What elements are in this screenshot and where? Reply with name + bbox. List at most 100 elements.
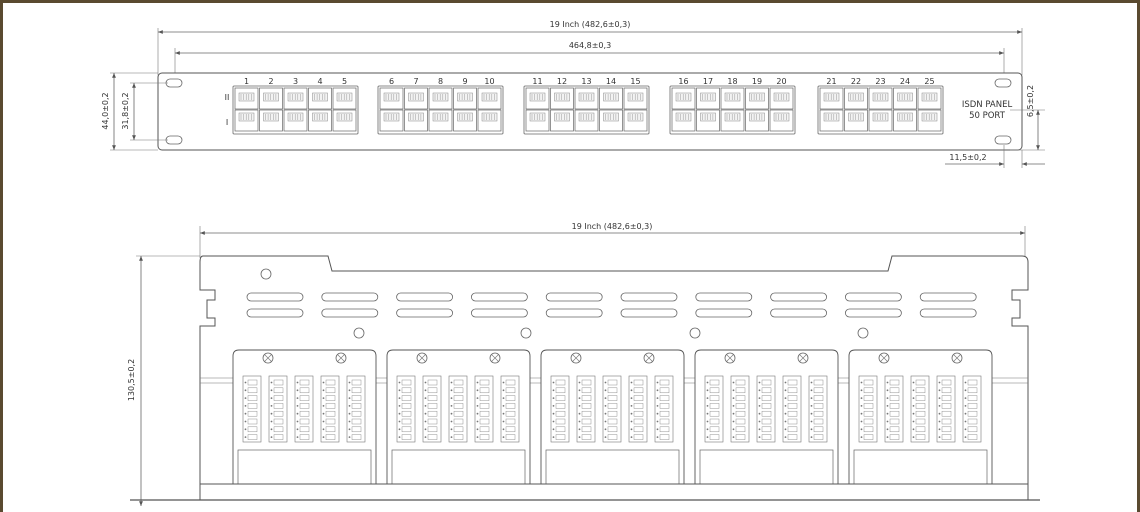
screw-cross <box>418 354 426 362</box>
jack-contacts <box>263 112 279 122</box>
jack-contacts <box>578 92 595 102</box>
contact-dot <box>784 436 787 438</box>
contact-dot <box>296 381 299 384</box>
contact-dot <box>758 389 761 392</box>
lsa-contact <box>555 403 566 409</box>
contact-dot <box>706 381 709 384</box>
contact-dot <box>450 428 453 431</box>
lsa-contact <box>813 379 824 386</box>
jack-contacts <box>432 112 449 122</box>
lsa-contact <box>941 403 952 409</box>
lsa-contact <box>735 426 746 433</box>
lsa-contact <box>915 387 926 394</box>
contact-dot <box>604 381 607 384</box>
contact-dot <box>630 389 633 392</box>
lsa-contact <box>633 379 644 386</box>
lsa-contact <box>273 395 284 401</box>
lsa-strip <box>808 375 828 443</box>
contact-dot <box>938 381 941 384</box>
lsa-contact <box>581 379 592 386</box>
contact-dot <box>630 405 633 407</box>
screw-icon <box>951 352 963 364</box>
contact-dot <box>244 381 247 384</box>
jack-contacts <box>312 112 328 122</box>
lsa-contact <box>863 410 874 417</box>
lsa-contact <box>427 410 438 417</box>
lsa-contact <box>863 395 874 401</box>
contact-dot <box>322 436 325 438</box>
lsa-contact <box>735 418 746 425</box>
lsa-strip <box>346 375 366 443</box>
contact-dot <box>398 428 401 431</box>
lsa-contact <box>813 403 824 409</box>
screw-cross <box>264 354 272 362</box>
contact-dot <box>912 420 915 423</box>
contact-dot <box>398 405 401 407</box>
screw-icon <box>416 352 428 364</box>
contact-dot <box>912 397 915 399</box>
lsa-contact <box>889 418 900 425</box>
port-number: 16 <box>678 77 688 86</box>
lsa-contact <box>813 410 824 417</box>
vent-slot <box>396 292 454 302</box>
contact-dot <box>578 389 581 392</box>
lsa-strip <box>242 375 262 443</box>
contact-dot <box>450 412 453 415</box>
lsa-contact <box>787 418 798 425</box>
jack-contacts <box>921 92 938 102</box>
lsa-contact <box>401 418 412 425</box>
lsa-contact <box>351 426 362 433</box>
jack-contacts <box>457 112 473 122</box>
vent-slot <box>396 308 454 318</box>
mounting-hole <box>994 78 1012 88</box>
contact-dot <box>348 397 351 399</box>
contact-dot <box>912 412 915 415</box>
screw-icon <box>724 352 736 364</box>
lsa-contact <box>401 379 412 386</box>
jack-contacts <box>481 112 498 122</box>
lsa-contact <box>299 387 310 394</box>
lsa-contact <box>941 387 952 394</box>
contact-dot <box>656 428 659 431</box>
lsa-strip <box>730 375 750 443</box>
lsa-contact <box>247 418 258 425</box>
lsa-contact <box>479 403 490 409</box>
contact-dot <box>604 428 607 431</box>
lsa-strip <box>884 375 904 443</box>
contact-dot <box>552 405 555 407</box>
lsa-contact <box>505 410 516 417</box>
contact-dot <box>860 405 863 407</box>
contact-dot <box>732 420 735 423</box>
lsa-contact <box>941 434 952 440</box>
contact-dot <box>938 389 941 392</box>
screw-icon <box>262 352 274 364</box>
lsa-contact <box>863 426 874 433</box>
contact-dot <box>424 412 427 415</box>
lsa-contact <box>915 434 926 440</box>
lsa-strip <box>628 375 648 443</box>
screw-icon <box>335 352 347 364</box>
jack-contacts <box>872 92 889 102</box>
lsa-contact <box>247 410 258 417</box>
lsa-contact <box>761 418 772 425</box>
screw-cross <box>337 354 345 362</box>
lsa-contact <box>247 426 258 433</box>
lsa-contact <box>633 418 644 425</box>
contact-dot <box>348 389 351 392</box>
contact-dot <box>552 389 555 392</box>
jack-contacts <box>336 92 353 102</box>
contact-dot <box>348 436 351 438</box>
panel-name-line-1: ISDN PANEL <box>962 100 1013 110</box>
lsa-contact <box>889 403 900 409</box>
contact-dot <box>578 428 581 431</box>
contact-dot <box>552 412 555 415</box>
contact-dot <box>912 436 915 438</box>
lsa-contact <box>787 426 798 433</box>
lsa-contact <box>401 403 412 409</box>
lsa-contact <box>555 434 566 440</box>
contact-dot <box>578 420 581 423</box>
vent-slot <box>919 308 977 318</box>
screw-icon <box>643 352 655 364</box>
lsa-contact <box>427 395 438 401</box>
port-number: 9 <box>462 77 467 86</box>
